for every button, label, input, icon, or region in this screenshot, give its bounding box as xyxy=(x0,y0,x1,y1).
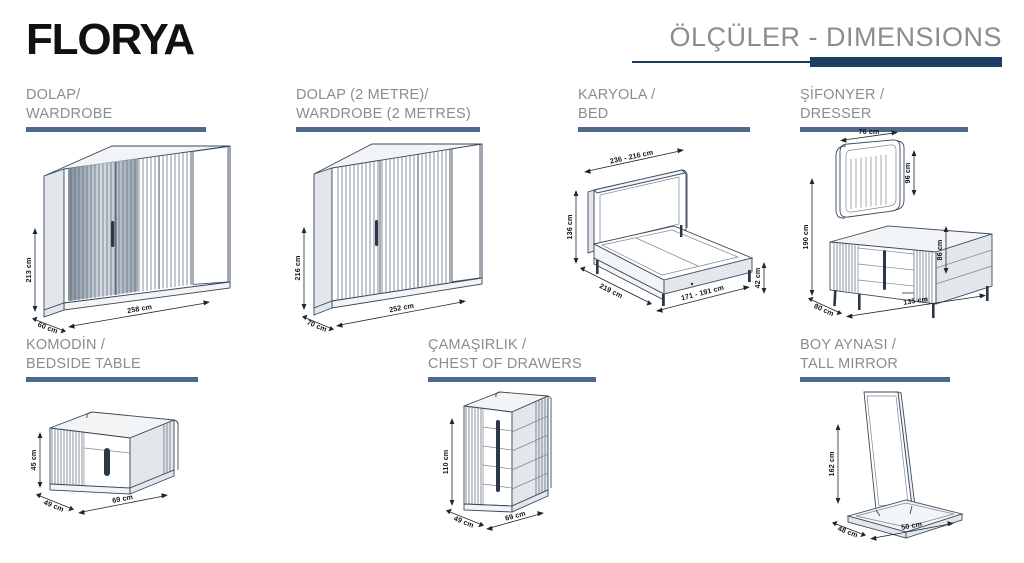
caption-line-tr: KARYOLA / xyxy=(578,87,656,103)
dimension-label-height: 162 cm xyxy=(827,452,836,477)
caption-wardrobe-2m: DOLAP (2 METRE)/ WARDROBE (2 METRES) xyxy=(296,86,480,133)
dimension-height xyxy=(835,424,841,504)
dimension-width xyxy=(336,299,466,328)
diagram-chest-of-drawers: 110 cm 49 cm 69 cm xyxy=(424,382,604,542)
caption-line-tr: ŞİFONYER / xyxy=(800,87,885,103)
caption-line-en: BEDSIDE TABLE xyxy=(26,356,141,373)
caption-line-tr: DOLAP (2 METRE)/ xyxy=(296,87,429,103)
dimension-height xyxy=(449,418,455,506)
dimension-width xyxy=(68,300,210,329)
dimension-height xyxy=(301,227,307,310)
dimension-headboard-width xyxy=(584,148,684,174)
caption-accent-bar xyxy=(428,377,596,383)
dimension-label-width: 258 cm xyxy=(127,302,153,315)
dimension-label-frame-height: 42 cm xyxy=(753,268,762,289)
dimension-depth xyxy=(32,316,66,334)
dimension-label-height: 216 cm xyxy=(293,256,302,281)
caption-accent-bar xyxy=(800,127,968,133)
caption-line-en: BED xyxy=(578,106,609,123)
diagram-tall-mirror: 162 cm 48 cm 50 cm xyxy=(802,378,982,550)
caption-bedside-table: KOMODİN / BEDSIDE TABLE xyxy=(26,336,198,383)
dimension-width xyxy=(486,511,544,531)
dimension-width xyxy=(78,493,168,515)
dimension-depth xyxy=(832,520,866,538)
dimension-mirror-width xyxy=(840,130,898,143)
dimension-label-depth: 49 cm xyxy=(43,498,66,514)
dimension-width xyxy=(846,293,986,319)
dimension-label-headboard-height: 136 cm xyxy=(565,215,574,240)
dimension-depth xyxy=(36,492,74,512)
caption-accent-bar xyxy=(296,127,480,133)
dimension-depth xyxy=(302,314,334,332)
caption-line-en: CHEST OF DRAWERS xyxy=(428,356,582,373)
dimension-label-depth: 80 cm xyxy=(813,301,836,318)
caption-line-tr: ÇAMAŞIRLIK / xyxy=(428,337,527,353)
dresser-mirror xyxy=(835,139,905,219)
caption-line-tr: DOLAP/ xyxy=(26,87,81,103)
dimension-label-height: 45 cm xyxy=(29,450,38,471)
caption-bed: KARYOLA / BED xyxy=(578,86,750,133)
dimension-label-total-height: 190 cm xyxy=(801,225,810,250)
dimensions-header-label: ÖLÇÜLER - DIMENSIONS xyxy=(669,22,1002,52)
dimension-label-width: 50 cm xyxy=(900,519,922,532)
dimension-height xyxy=(32,228,38,312)
caption-line-tr: KOMODİN / xyxy=(26,337,106,353)
dimension-depth xyxy=(446,508,484,528)
dimensions-header: ÖLÇÜLER - DIMENSIONS xyxy=(632,22,1002,68)
caption-accent-bar xyxy=(800,377,950,383)
dimension-label-depth: 48 cm xyxy=(837,524,860,540)
dimension-headboard-height xyxy=(573,190,579,264)
dimension-label-depth: 60 cm xyxy=(37,320,60,336)
caption-accent-bar xyxy=(26,377,198,383)
diagram-wardrobe-2m: 216 cm 252 cm 70 cm xyxy=(282,136,522,336)
caption-line-en: TALL MIRROR xyxy=(800,356,899,373)
caption-line-tr: BOY AYNASI / xyxy=(800,337,897,353)
caption-dresser: ŞİFONYER / DRESSER xyxy=(800,86,968,133)
dimension-label-cabinet-height: 86 cm xyxy=(935,240,944,261)
diagram-bedside-table: 45 cm 49 cm 69 cm xyxy=(18,388,208,538)
dimension-mirror-height xyxy=(911,150,917,196)
caption-accent-bar xyxy=(578,127,750,133)
dimension-label-mirror-height: 96 cm xyxy=(903,163,912,184)
diagram-wardrobe: 213 cm 258 cm 60 cm xyxy=(16,136,266,336)
caption-tall-mirror: BOY AYNASI / TALL MIRROR xyxy=(800,336,950,383)
diagram-dresser: 76 cm 96 cm 190 cm 86 cm xyxy=(796,127,1022,320)
dimension-label-height: 213 cm xyxy=(24,258,33,283)
dimension-height xyxy=(37,432,43,488)
dimension-length xyxy=(580,266,652,306)
dimension-label-width: 69 cm xyxy=(111,492,133,505)
dimension-label-length: 219 cm xyxy=(598,281,624,300)
dimension-width xyxy=(870,521,954,541)
dimension-label-mirror-width: 76 cm xyxy=(859,127,880,136)
dimension-width xyxy=(656,285,750,313)
dresser-cabinet xyxy=(829,225,993,318)
brand-title: FLORYA xyxy=(26,15,195,64)
dimensions-header-rule xyxy=(632,57,1002,68)
dimension-label-width: 135 cm xyxy=(903,294,929,307)
dimension-label-height: 110 cm xyxy=(441,450,450,475)
dimension-total-height xyxy=(809,178,815,296)
dimension-label-depth: 49 cm xyxy=(453,514,476,530)
dimension-label-headboard-width: 236 - 216 cm xyxy=(609,147,654,165)
dimension-label-depth: 70 cm xyxy=(306,318,329,334)
dimension-frame-height xyxy=(761,262,767,294)
caption-line-en: WARDROBE xyxy=(26,106,113,123)
caption-wardrobe: DOLAP/ WARDROBE xyxy=(26,86,206,133)
rule-thick-segment xyxy=(809,57,1002,68)
caption-chest-of-drawers: ÇAMAŞIRLIK / CHEST OF DRAWERS xyxy=(428,336,596,383)
dimension-label-width: 252 cm xyxy=(388,301,414,314)
caption-accent-bar xyxy=(26,127,206,133)
diagram-bed: 236 - 216 cm 136 cm 219 cm 42 cm xyxy=(552,147,782,318)
dimension-depth xyxy=(808,296,842,316)
dimension-cabinet-height xyxy=(943,226,949,274)
caption-line-en: WARDROBE (2 METRES) xyxy=(296,106,471,123)
caption-line-en: DRESSER xyxy=(800,106,872,123)
